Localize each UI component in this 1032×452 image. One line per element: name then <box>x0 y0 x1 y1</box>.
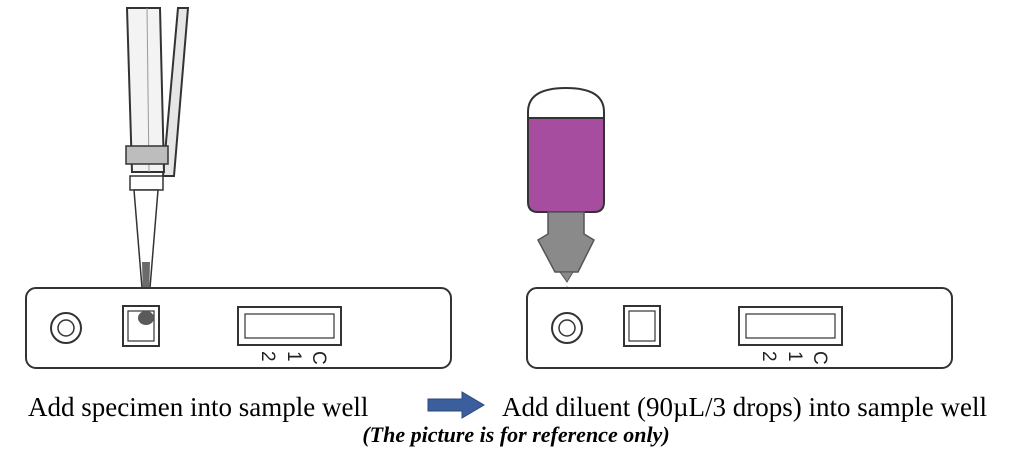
bottle-cap <box>527 86 605 119</box>
line-label-c: C <box>809 351 830 365</box>
right-arrow-icon <box>427 391 485 419</box>
pipette-body <box>125 7 166 173</box>
pipette <box>125 7 190 301</box>
step-caption-diluent: Add diluent (90µL/3 drops) into sample w… <box>502 392 987 422</box>
line-label-1: 1 <box>784 351 805 362</box>
test-cassette-left: 2 1 C <box>25 287 452 369</box>
reference-note: (The picture is for reference only) <box>362 422 670 447</box>
line-label-1: 1 <box>283 351 304 362</box>
specimen-drop <box>138 311 154 325</box>
pipette-nozzle <box>129 175 164 191</box>
line-label-c: C <box>308 351 329 365</box>
diluent-bottle <box>527 86 605 310</box>
test-cassette-right: 2 1 C <box>526 287 953 369</box>
bottle-body <box>527 117 605 213</box>
line-label-2: 2 <box>758 351 779 362</box>
step-caption-specimen: Add specimen into sample well <box>28 392 369 422</box>
bottle-tip <box>537 211 595 273</box>
line-label-2: 2 <box>257 351 278 362</box>
pipette-collar <box>125 145 169 165</box>
pipette-rear-strip <box>161 7 190 177</box>
